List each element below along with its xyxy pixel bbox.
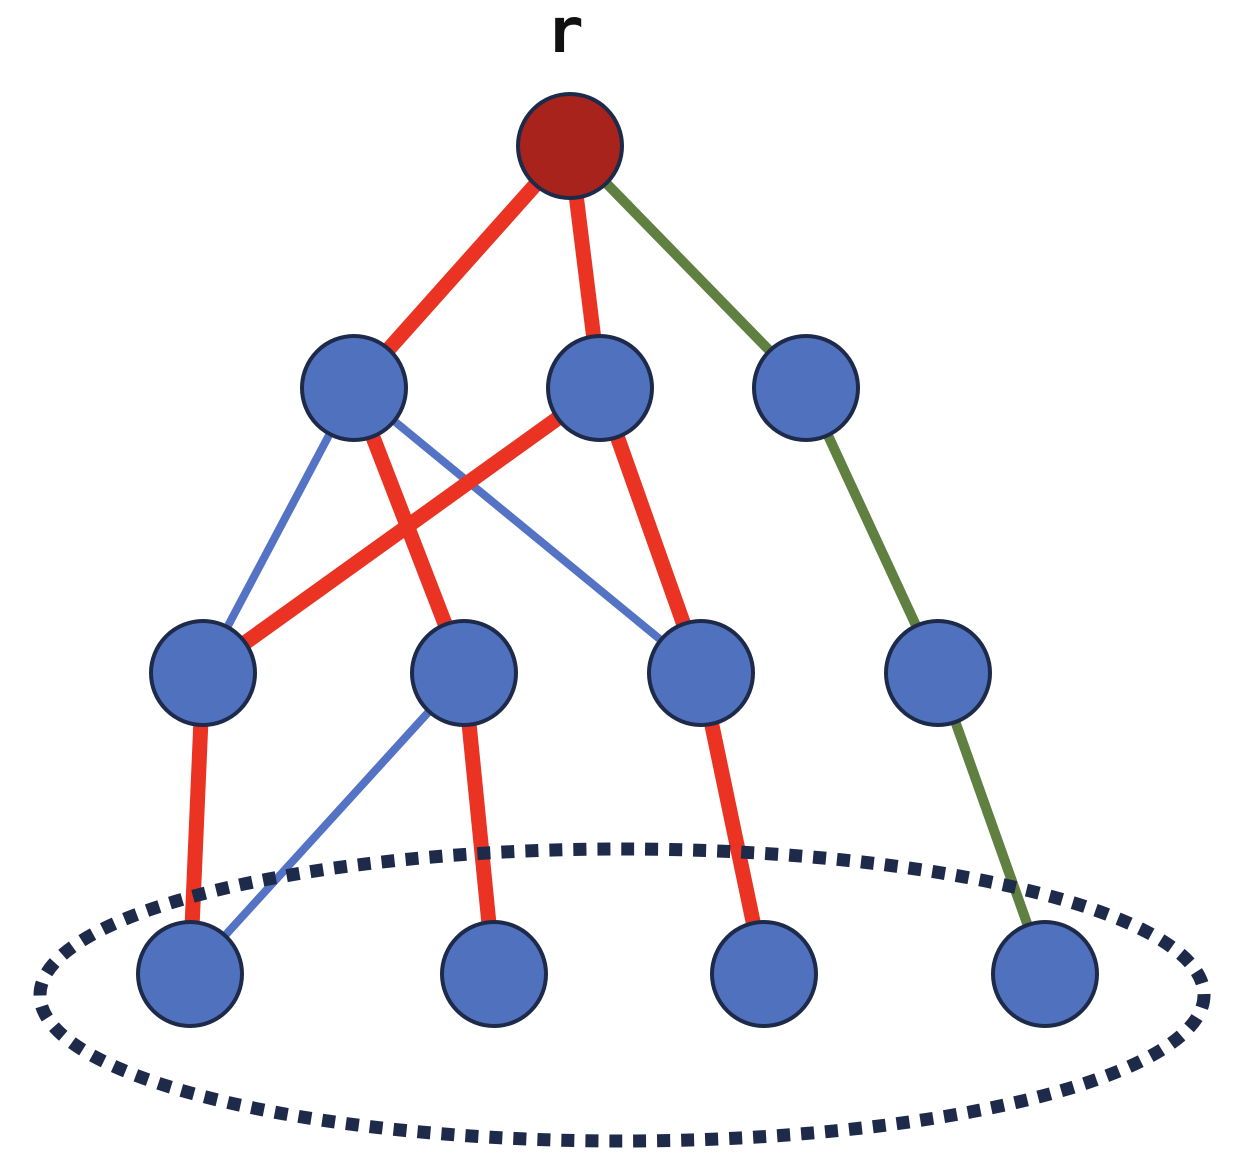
edges-layer xyxy=(182,141,1050,977)
nodes-layer xyxy=(136,92,1099,1028)
node-l1b xyxy=(546,334,654,442)
node-l3a xyxy=(136,920,244,1028)
edge-r-l1a-red xyxy=(348,141,576,393)
node-l2a xyxy=(149,619,257,727)
leaf-group-ellipse xyxy=(33,842,1211,1148)
node-l3c xyxy=(710,920,818,1028)
node-l3d xyxy=(991,920,1099,1028)
root-node xyxy=(516,92,624,200)
node-l1c xyxy=(752,334,860,442)
edge-l1b-l2a-red xyxy=(198,381,605,680)
edge-r-l1c-green xyxy=(566,142,810,392)
edge-l2b-l3a-blue xyxy=(187,670,467,977)
node-l2d xyxy=(884,619,992,727)
node-l2c xyxy=(647,619,755,727)
edge-l1a-l2c-blue xyxy=(351,384,704,677)
node-l3b xyxy=(440,920,548,1028)
root-label: r xyxy=(546,0,583,67)
node-l1a xyxy=(300,334,408,442)
node-l2b xyxy=(410,619,518,727)
